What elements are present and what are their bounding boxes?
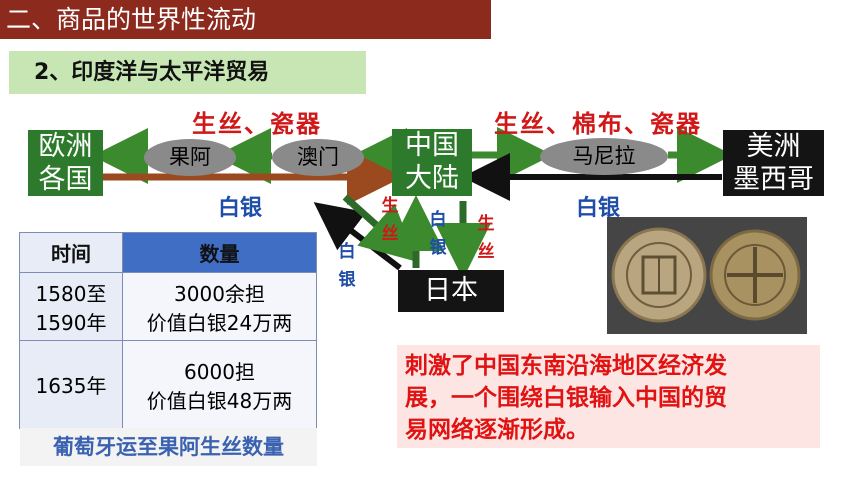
label-silver-left: 白银 [218, 196, 263, 221]
label-silk-down-2: 丝 [477, 242, 495, 262]
note-line: 易网络逐渐形成。 [405, 417, 589, 443]
label-silk-diag-2: 丝 [381, 224, 399, 244]
label-silk-down: 生 丝 [476, 210, 496, 266]
time-line: 1635年 [35, 374, 107, 398]
label-silk-down-1: 生 [477, 214, 495, 234]
label-silver-diag-1: 白 [338, 242, 356, 262]
label-silver-right: 白银 [576, 196, 621, 221]
table-cell-time: 1580至 1590年 [19, 272, 123, 341]
table-header-row: 时间 数量 [19, 232, 317, 273]
note-line: 刺激了中国东南沿海地区经济发 [405, 353, 727, 379]
label-silk-diag: 生 丝 [380, 192, 400, 248]
silver-coins-image [607, 217, 807, 334]
silk-quantity-table: 时间 数量 1580至 1590年 3000余担 价值白银24万两 1635年 … [19, 232, 317, 429]
node-america-line1: 美洲 [746, 131, 801, 162]
table-cell-time: 1635年 [19, 340, 123, 429]
conclusion-note: 刺激了中国东南沿海地区经济发 展，一个围绕白银输入中国的贸 易网络逐渐形成。 [397, 345, 820, 448]
coins-illustration [611, 227, 801, 323]
node-goa-label: 果阿 [169, 145, 211, 169]
table-row: 1635年 6000担 价值白银48万两 [19, 340, 317, 429]
quantity-line: 3000余担 [174, 281, 265, 306]
node-china: 中国 大陆 [392, 129, 472, 196]
quantity-line: 价值白银24万两 [146, 310, 293, 335]
section-header: 二、商品的世界性流动 [0, 0, 491, 39]
node-america: 美洲 墨西哥 [723, 130, 824, 196]
table-caption: 葡萄牙运至果阿生丝数量 [20, 428, 317, 466]
quantity-line: 价值白银48万两 [146, 388, 293, 413]
node-europe-line1: 欧洲 [38, 131, 93, 162]
subtitle-text: 2、印度洋与太平洋贸易 [34, 60, 270, 85]
node-japan-label: 日本 [424, 275, 478, 306]
node-manila: 马尼拉 [540, 138, 668, 175]
table-header-time: 时间 [19, 232, 123, 273]
subtitle-bar: 2、印度洋与太平洋贸易 [9, 51, 366, 94]
note-line: 展，一个围绕白银输入中国的贸 [405, 385, 727, 411]
table-cell-quantity: 3000余担 价值白银24万两 [122, 272, 317, 341]
node-macau: 澳门 [272, 139, 364, 176]
table-header-quantity: 数量 [122, 232, 317, 273]
label-silver-up: 白 银 [428, 206, 448, 262]
label-east-goods: 生丝、棉布、瓷器 [494, 110, 702, 138]
node-china-line2: 大陆 [405, 163, 459, 194]
node-europe: 欧洲 各国 [28, 130, 103, 196]
node-japan: 日本 [398, 270, 504, 312]
label-silver-diag-2: 银 [338, 270, 356, 290]
section-title: 二、商品的世界性流动 [6, 5, 257, 34]
node-china-line1: 中国 [405, 130, 459, 161]
table-cell-quantity: 6000担 价值白银48万两 [122, 340, 317, 429]
node-goa: 果阿 [144, 139, 236, 176]
label-silver-diag: 白 银 [337, 238, 357, 294]
label-silk-diag-1: 生 [381, 196, 399, 216]
label-silver-up-1: 白 [429, 210, 447, 230]
time-line: 1590年 [35, 310, 107, 335]
node-europe-line2: 各国 [38, 164, 93, 195]
quantity-line: 6000担 [184, 359, 255, 384]
time-line: 1580至 [35, 281, 107, 306]
node-america-line2: 墨西哥 [733, 164, 814, 195]
table-row: 1580至 1590年 3000余担 价值白银24万两 [19, 272, 317, 341]
label-silver-up-2: 银 [429, 238, 447, 258]
node-manila-label: 马尼拉 [572, 144, 636, 168]
label-west-goods: 生丝、瓷器 [192, 110, 322, 138]
node-macau-label: 澳门 [297, 145, 339, 169]
